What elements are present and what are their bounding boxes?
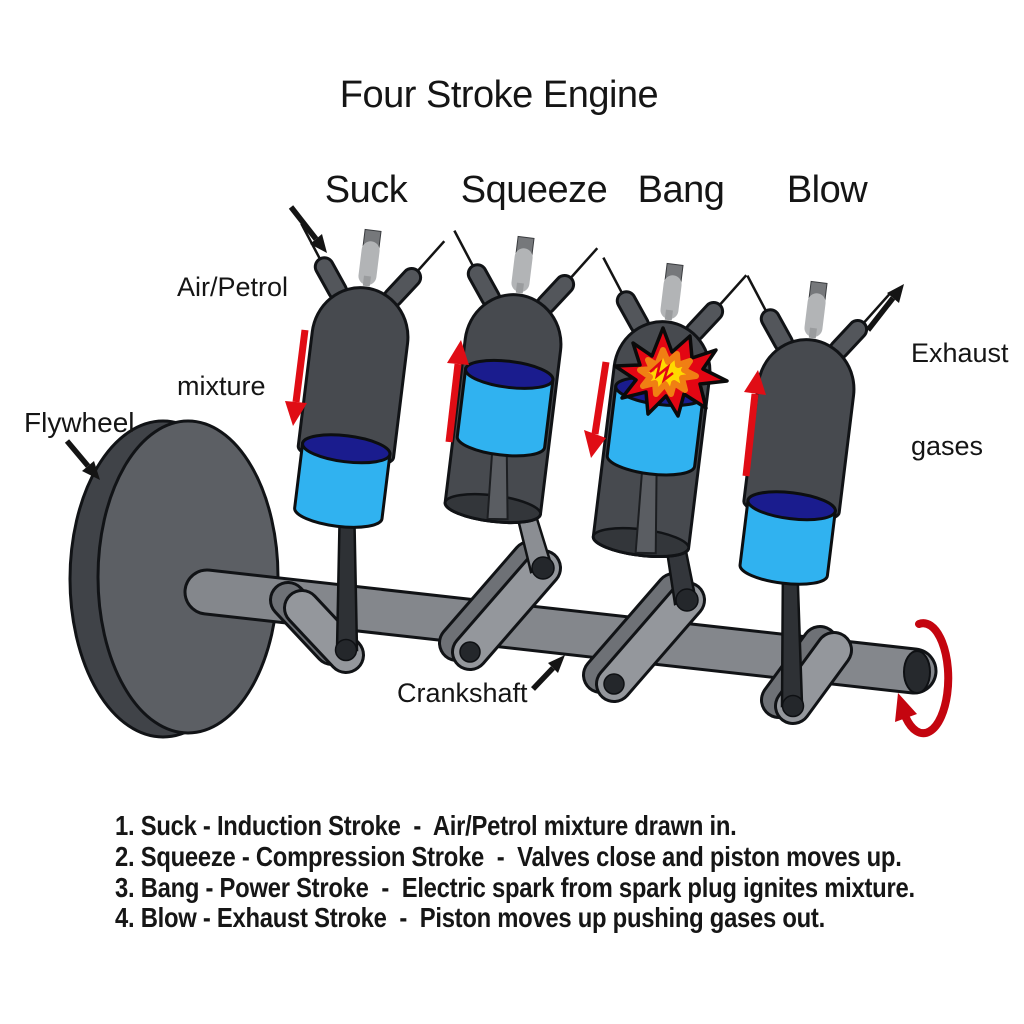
cylinder-suck bbox=[293, 223, 446, 529]
spark-plug-icon bbox=[804, 293, 826, 338]
bang-down-arrow-icon bbox=[584, 361, 610, 458]
exhaust-valve-icon bbox=[538, 276, 573, 312]
exhaust-gases-arrow-icon bbox=[865, 284, 904, 332]
exhaust-valve-stem-icon bbox=[414, 240, 446, 275]
air-petrol-label: Air/Petrol mixture bbox=[177, 272, 289, 401]
stroke-label-suck: Suck bbox=[324, 169, 408, 211]
spark-plug-icon bbox=[511, 248, 533, 293]
piston bbox=[455, 358, 555, 458]
exhaust-valve-icon bbox=[385, 269, 420, 305]
exhaust-gases-label: Exhaust gases bbox=[911, 338, 1009, 461]
legend-item-blow: 4. Blow - Exhaust Stroke - Piston moves … bbox=[115, 902, 825, 934]
crank-web-2 bbox=[438, 540, 562, 671]
intake-valve-icon bbox=[762, 311, 791, 351]
valves-and-plug bbox=[453, 230, 599, 315]
shaft-end-cap bbox=[903, 650, 931, 694]
crank-web-3 bbox=[582, 572, 706, 703]
piston bbox=[738, 490, 837, 586]
exhaust-valve-icon bbox=[687, 303, 722, 339]
stroke-label-blow: Blow bbox=[786, 169, 868, 211]
crank-journals bbox=[334, 556, 805, 718]
cylinder-squeeze bbox=[443, 230, 599, 525]
exhaust-valve-icon bbox=[831, 321, 866, 357]
crankshaft-arrow-icon bbox=[531, 655, 565, 691]
cylinder-blow bbox=[738, 275, 892, 586]
air-petrol-arrow-icon bbox=[288, 205, 327, 253]
rotation-arrow-icon bbox=[895, 619, 953, 738]
cylinder-bang bbox=[591, 257, 748, 559]
intake-valve-icon bbox=[618, 293, 647, 333]
crankshaft-label: Crankshaft bbox=[397, 678, 528, 708]
callout-arrows bbox=[64, 205, 904, 691]
stroke-legend: 1. Suck - Induction Stroke - Air/Petrol … bbox=[115, 810, 1024, 934]
valves-and-plug bbox=[746, 275, 892, 360]
flywheel-arrow-icon bbox=[64, 439, 100, 480]
intake-valve-icon bbox=[316, 259, 345, 299]
valves-and-plug bbox=[300, 223, 446, 308]
flywheel-label: Flywheel bbox=[24, 407, 135, 438]
legend-item-suck: 1. Suck - Induction Stroke - Air/Petrol … bbox=[115, 810, 737, 841]
stroke-label-squeeze: Squeeze bbox=[460, 169, 608, 211]
intake-valve-icon bbox=[469, 266, 498, 306]
suck-down-arrow-icon bbox=[285, 329, 309, 426]
valves-and-plug bbox=[602, 257, 748, 342]
piston-motion-arrows bbox=[285, 329, 766, 477]
squeeze-up-arrow-icon bbox=[445, 340, 469, 443]
spark-plug-icon bbox=[660, 275, 682, 320]
legend-item-squeeze: 2. Squeeze - Compression Stroke - Valves… bbox=[115, 840, 902, 872]
blow-up-arrow-icon bbox=[742, 370, 766, 477]
legend-item-bang: 3. Bang - Power Stroke - Electric spark … bbox=[115, 871, 915, 903]
spark-plug-icon bbox=[358, 241, 380, 286]
explosion-icon bbox=[613, 326, 729, 418]
piston bbox=[293, 433, 392, 529]
stroke-label-bang: Bang bbox=[637, 169, 725, 211]
page-title: Four Stroke Engine bbox=[339, 74, 659, 116]
